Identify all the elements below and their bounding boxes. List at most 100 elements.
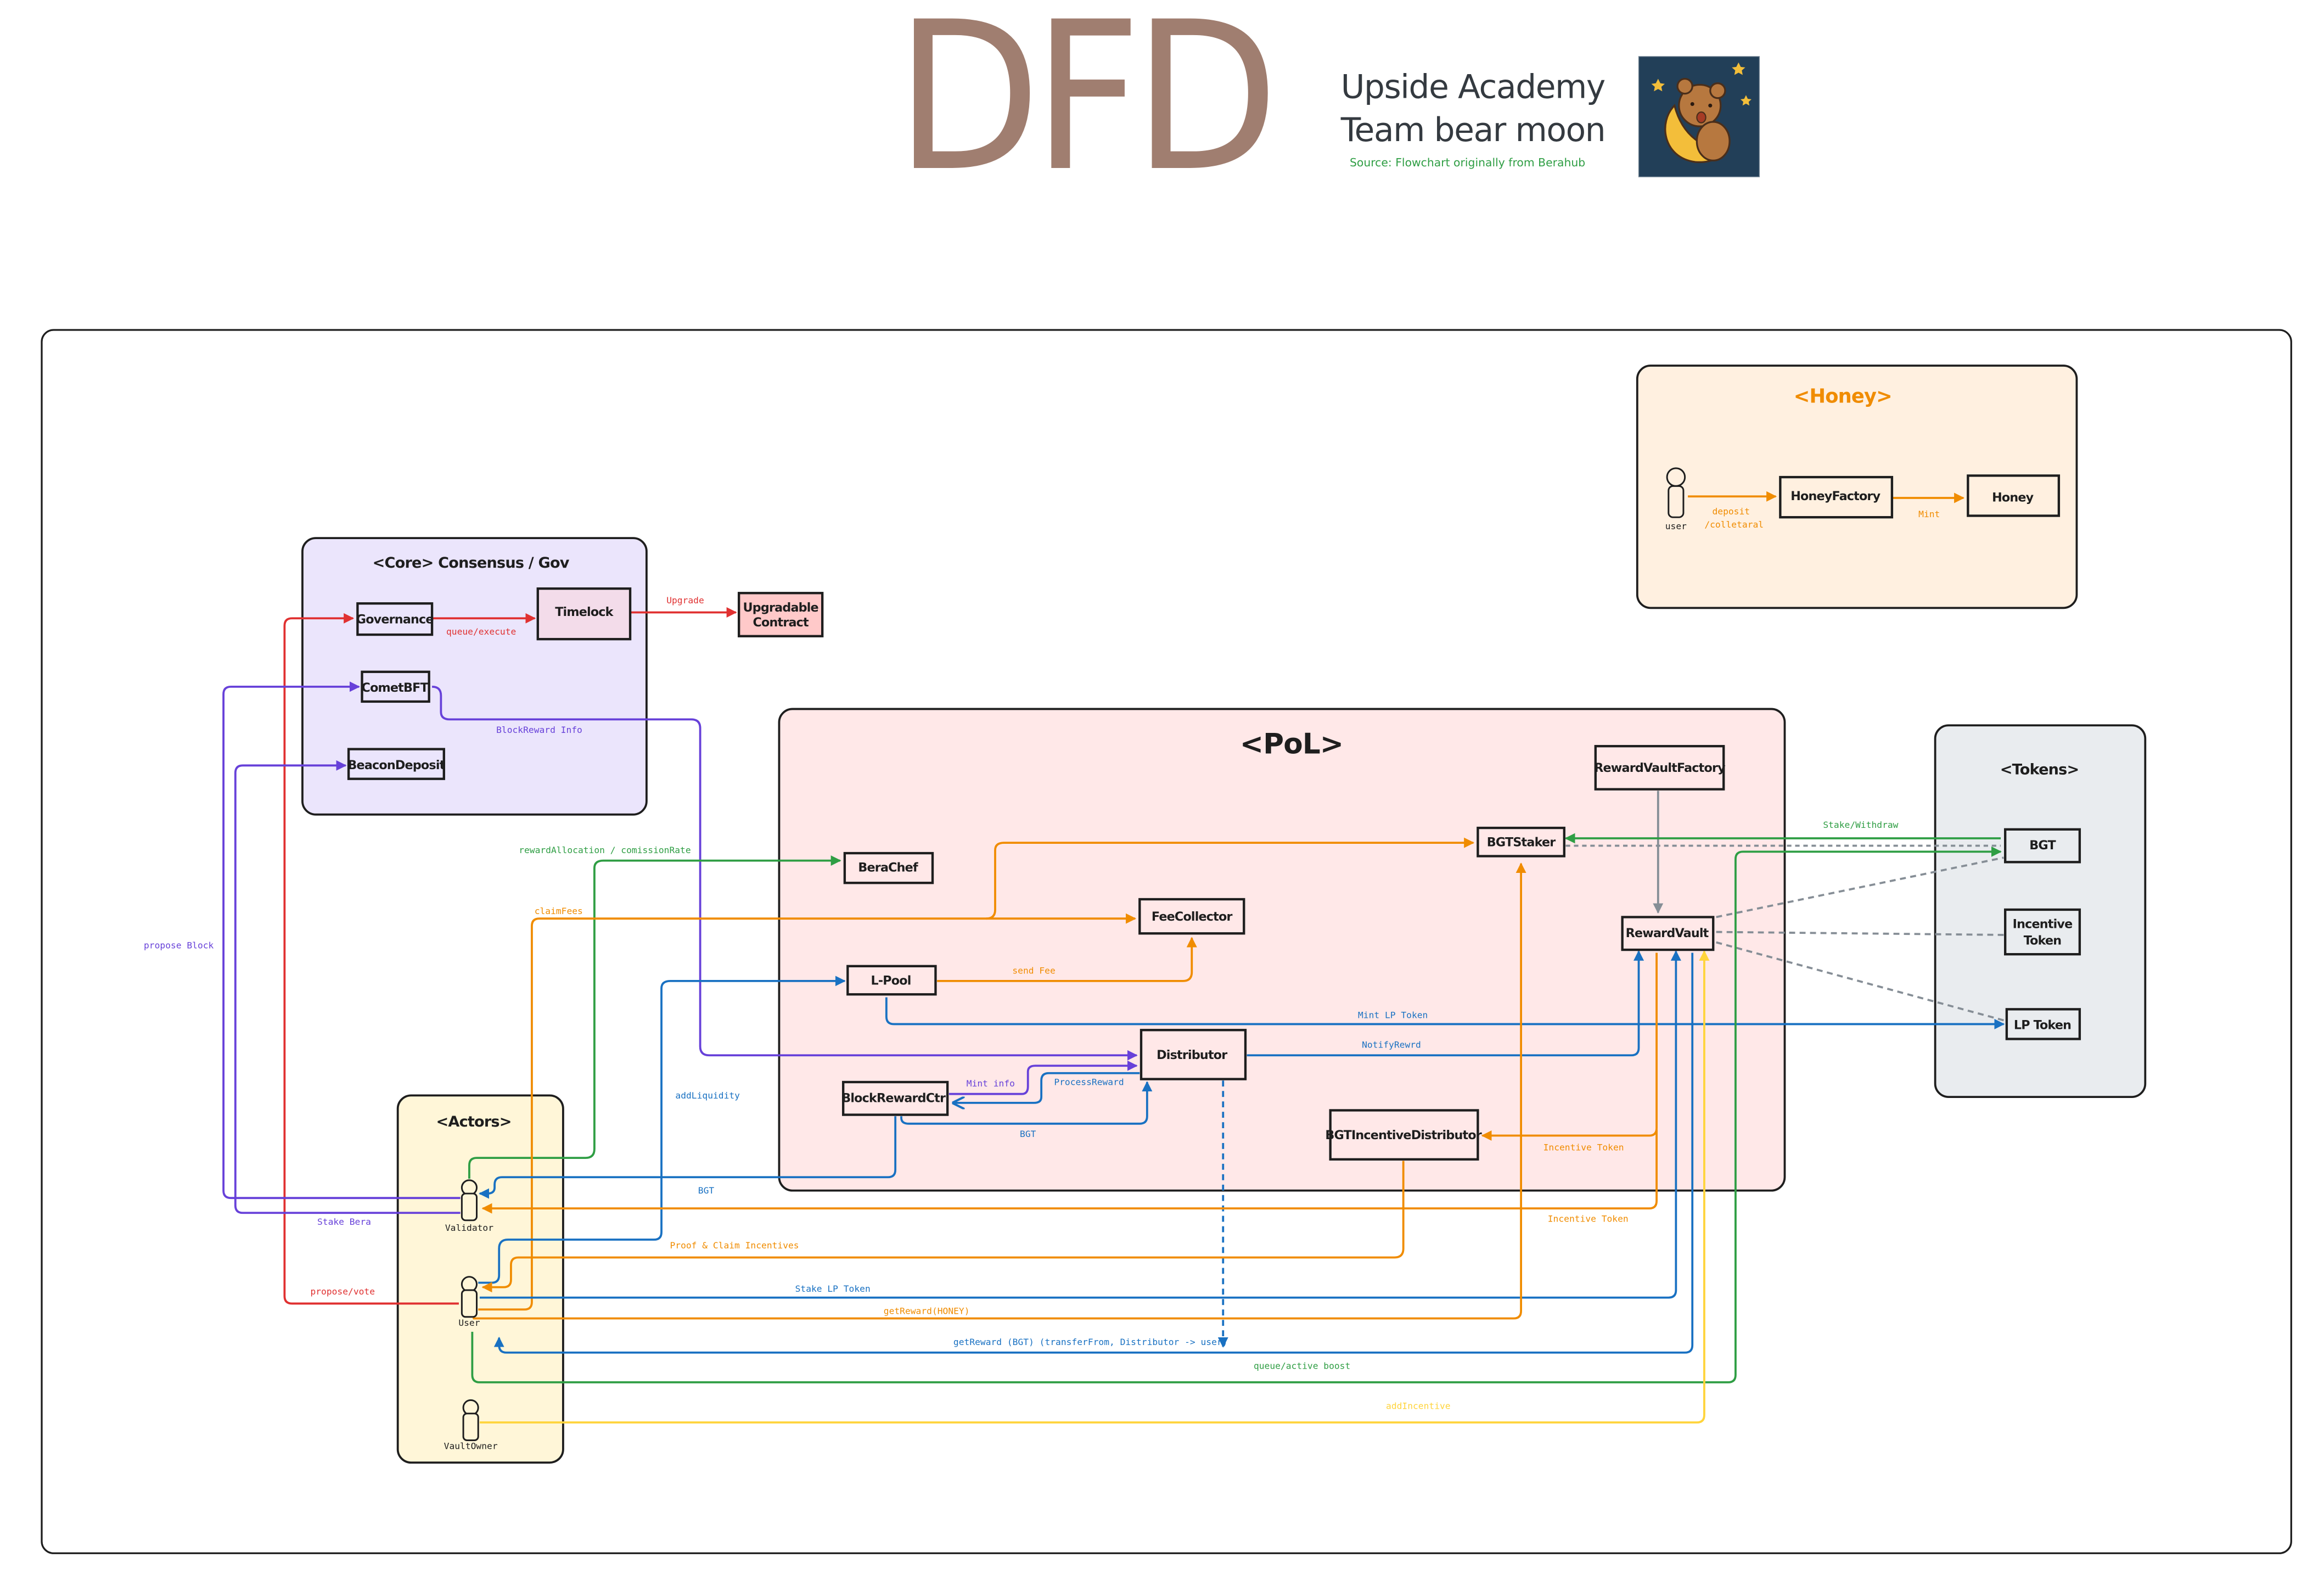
label-process-reward: ProcessReward xyxy=(1054,1077,1124,1087)
node-label-lpool: L-Pool xyxy=(871,973,911,988)
group-title-honey: <Honey> xyxy=(1794,385,1892,408)
node-timelock[interactable]: Timelock xyxy=(536,587,632,641)
edge-claimfees-bgtstaker xyxy=(986,837,1475,920)
node-label-bgtstaker: BGTStaker xyxy=(1487,836,1556,850)
node-label-blockrewardctrl: BlockRewardCtrl xyxy=(841,1091,949,1105)
label-colletaral: /colletaral xyxy=(1704,519,1764,530)
node-berachef[interactable]: BeraChef xyxy=(843,851,934,884)
edge-user-rewardvault-stake xyxy=(479,950,1681,1299)
edge-rewardvault-incentivedistributor xyxy=(1481,953,1658,1141)
edge-cometbft-distributor xyxy=(431,685,1138,1061)
edge-blockrewardctrl-distributor-bgt xyxy=(900,1081,1153,1125)
person-icon xyxy=(461,1276,478,1318)
node-label-bgtincentivedistributor: BGTIncentiveDistributor xyxy=(1325,1128,1481,1142)
person-icon xyxy=(462,1399,479,1441)
person-icon xyxy=(1666,467,1686,518)
node-upgradable-contract[interactable]: Upgradable Contract xyxy=(738,592,824,637)
subtitle-academy: Upside Academy xyxy=(1341,69,1605,107)
node-label-timelock: Timelock xyxy=(555,605,614,619)
edge-blockrewardctrl-validator xyxy=(479,1116,897,1199)
node-honey[interactable]: Honey xyxy=(1967,474,2061,517)
node-incentive-token[interactable]: Incentive Token xyxy=(2004,908,2081,956)
header: DFD Upside Academy Team bear moon Source… xyxy=(895,0,1760,216)
edge-rewardvault-user-bgt xyxy=(493,953,1694,1354)
edge-lpool-feecollector xyxy=(937,937,1197,982)
node-label-berachef: BeraChef xyxy=(858,861,918,875)
edge-distributor-blockrewardctrl-process xyxy=(953,1072,1140,1103)
node-label-feecollector: FeeCollector xyxy=(1152,910,1233,924)
node-label-distributor: Distributor xyxy=(1157,1048,1227,1062)
node-bgtstaker[interactable]: BGTStaker xyxy=(1477,826,1565,858)
edge-user-feecollector xyxy=(478,913,1137,1311)
group-title-pol: <PoL> xyxy=(1240,728,1343,761)
edge-validator-cometbft xyxy=(222,681,461,1200)
node-distributor[interactable]: Distributor xyxy=(1139,1029,1247,1080)
actor-label-user: User xyxy=(458,1318,480,1328)
node-label-incentive-2: Token xyxy=(2024,933,2062,948)
node-lptoken[interactable]: LP Token xyxy=(2005,1008,2081,1040)
label-upgrade: Upgrade xyxy=(666,595,704,606)
group-title-actors: <Actors> xyxy=(436,1113,512,1130)
edge-user-governance xyxy=(283,613,459,1305)
actor-validator[interactable]: Validator xyxy=(445,1179,493,1233)
label-blockreward-info: BlockReward Info xyxy=(496,725,582,735)
subtitle-team: Team bear moon xyxy=(1340,111,1606,149)
label-proof-claim: Proof & Claim Incentives xyxy=(670,1240,799,1251)
label-deposit: deposit xyxy=(1713,506,1750,517)
edge-blockrewardctrl-distributor-mint xyxy=(948,1060,1138,1095)
label-notify-reward: NotifyRewrd xyxy=(1362,1040,1421,1050)
edge-validator-beacondeposit xyxy=(234,760,461,1214)
label-queue-execute: queue/execute xyxy=(446,626,516,637)
node-label-upgradable-2: Contract xyxy=(753,615,810,630)
node-bgt[interactable]: BGT xyxy=(2004,828,2081,864)
node-label-honeyfactory: HoneyFactory xyxy=(1790,489,1880,503)
actor-label-vaultowner: VaultOwner xyxy=(444,1441,498,1452)
node-label-cometbft: CometBFT xyxy=(362,681,429,695)
actor-label-honey-user: user xyxy=(1665,521,1687,531)
node-label-incentive-1: Incentive xyxy=(2013,917,2073,932)
edge-user-bgt-boost xyxy=(471,846,2002,1383)
node-label-lptoken: LP Token xyxy=(2014,1018,2071,1033)
actor-vaultowner[interactable]: VaultOwner xyxy=(444,1399,498,1452)
group-title-tokens: <Tokens> xyxy=(2000,761,2079,778)
node-label-beacondeposit: BeaconDeposit xyxy=(347,758,445,772)
label-bgt-inner: BGT xyxy=(1020,1129,1036,1139)
node-governance[interactable]: Governance xyxy=(356,602,434,636)
label-get-reward-bgt: getReward (BGT) (transferFrom, Distribut… xyxy=(953,1337,1228,1347)
node-lpool[interactable]: L-Pool xyxy=(846,965,937,996)
diagram-frame xyxy=(41,329,2292,1554)
label-mint-lp-token: Mint LP Token xyxy=(1358,1010,1428,1021)
node-honeyfactory[interactable]: HoneyFactory xyxy=(1779,475,1894,519)
label-queue-active-boost: queue/active boost xyxy=(1254,1361,1350,1371)
edge-rewardvault-lptoken-dotted xyxy=(1716,941,2007,1022)
label-propose-block: propose Block xyxy=(144,940,214,950)
label-mint-info: Mint info xyxy=(967,1078,1015,1089)
label-mint: Mint xyxy=(1918,509,1940,519)
source-note: Source: Flowchart originally from Berahu… xyxy=(1350,156,1585,169)
label-incentive-token-outer: Incentive Token xyxy=(1548,1214,1629,1224)
node-feecollector[interactable]: FeeCollector xyxy=(1138,898,1245,935)
node-blockrewardctrl[interactable]: BlockRewardCtrl xyxy=(841,1080,950,1116)
label-bgt-outer: BGT xyxy=(698,1185,715,1196)
bear-on-moon-icon xyxy=(1638,56,1760,177)
node-label-honey: Honey xyxy=(1992,491,2034,505)
edge-validator-berachef xyxy=(468,855,841,1179)
edge-user-lpool xyxy=(478,976,846,1284)
node-rewardvault[interactable]: RewardVault xyxy=(1621,916,1715,951)
edge-user-bgtstaker-honey xyxy=(473,862,1526,1320)
actor-user[interactable]: User xyxy=(458,1276,480,1328)
label-stake-lp-token: Stake LP Token xyxy=(795,1284,871,1294)
label-stake-bera: Stake Bera xyxy=(317,1217,371,1227)
nodes: HoneyFactory Honey Governance Timelock U… xyxy=(347,474,2081,1161)
node-bgtincentivedistributor[interactable]: BGTIncentiveDistributor xyxy=(1325,1109,1483,1161)
group-actors: <Actors> xyxy=(396,1094,564,1464)
label-claim-fees: claimFees xyxy=(535,906,583,916)
actors: user Validator User VaultOwner xyxy=(444,467,1687,1452)
node-beacondeposit[interactable]: BeaconDeposit xyxy=(347,748,446,780)
actor-honey-user[interactable]: user xyxy=(1665,467,1687,531)
edge-incentivedistributor-user xyxy=(481,1161,1405,1293)
node-label-bgt: BGT xyxy=(2029,838,2056,853)
node-rewardvaultfactory[interactable]: RewardVaultFactory xyxy=(1594,744,1726,791)
node-cometbft[interactable]: CometBFT xyxy=(361,670,430,703)
